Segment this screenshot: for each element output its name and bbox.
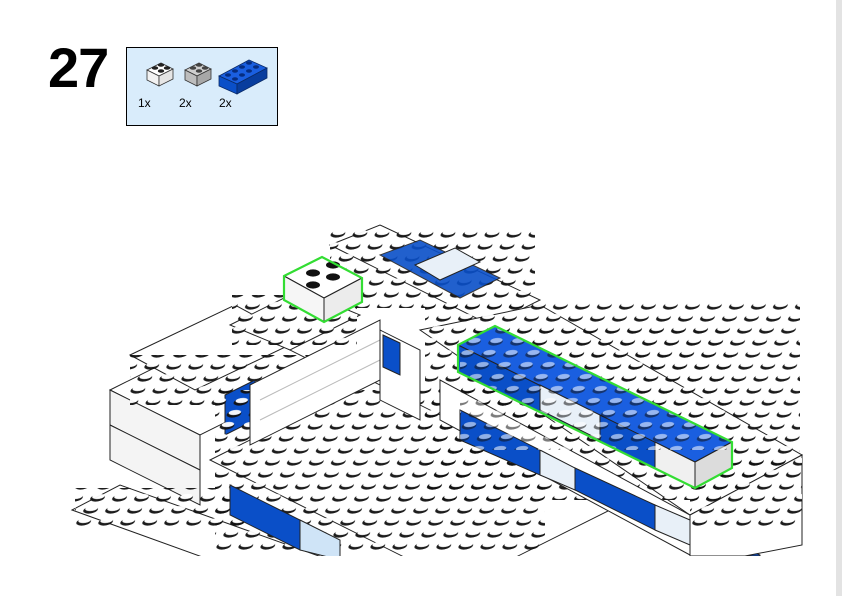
- bottom-margin: [0, 556, 836, 596]
- white-2x2-brick-icon: [146, 62, 174, 87]
- part-qty-gray: 2x: [179, 96, 192, 110]
- left-wall-section: [108, 304, 332, 506]
- part-qty-white: 1x: [138, 96, 151, 110]
- parts-list-box: [126, 47, 278, 126]
- new-white-2x2-brick: [282, 255, 364, 324]
- part-qty-blue: 2x: [219, 96, 232, 110]
- step-number: 27: [48, 36, 109, 99]
- parts-list-icons: [146, 59, 268, 95]
- new-blue-and-clear-bricks: [456, 322, 734, 490]
- gray-2x2-brick-icon: [184, 62, 212, 87]
- inner-wall: [249, 319, 421, 446]
- page-edge-strip: [836, 0, 842, 596]
- blue-2x4-brick-icon: [218, 59, 268, 95]
